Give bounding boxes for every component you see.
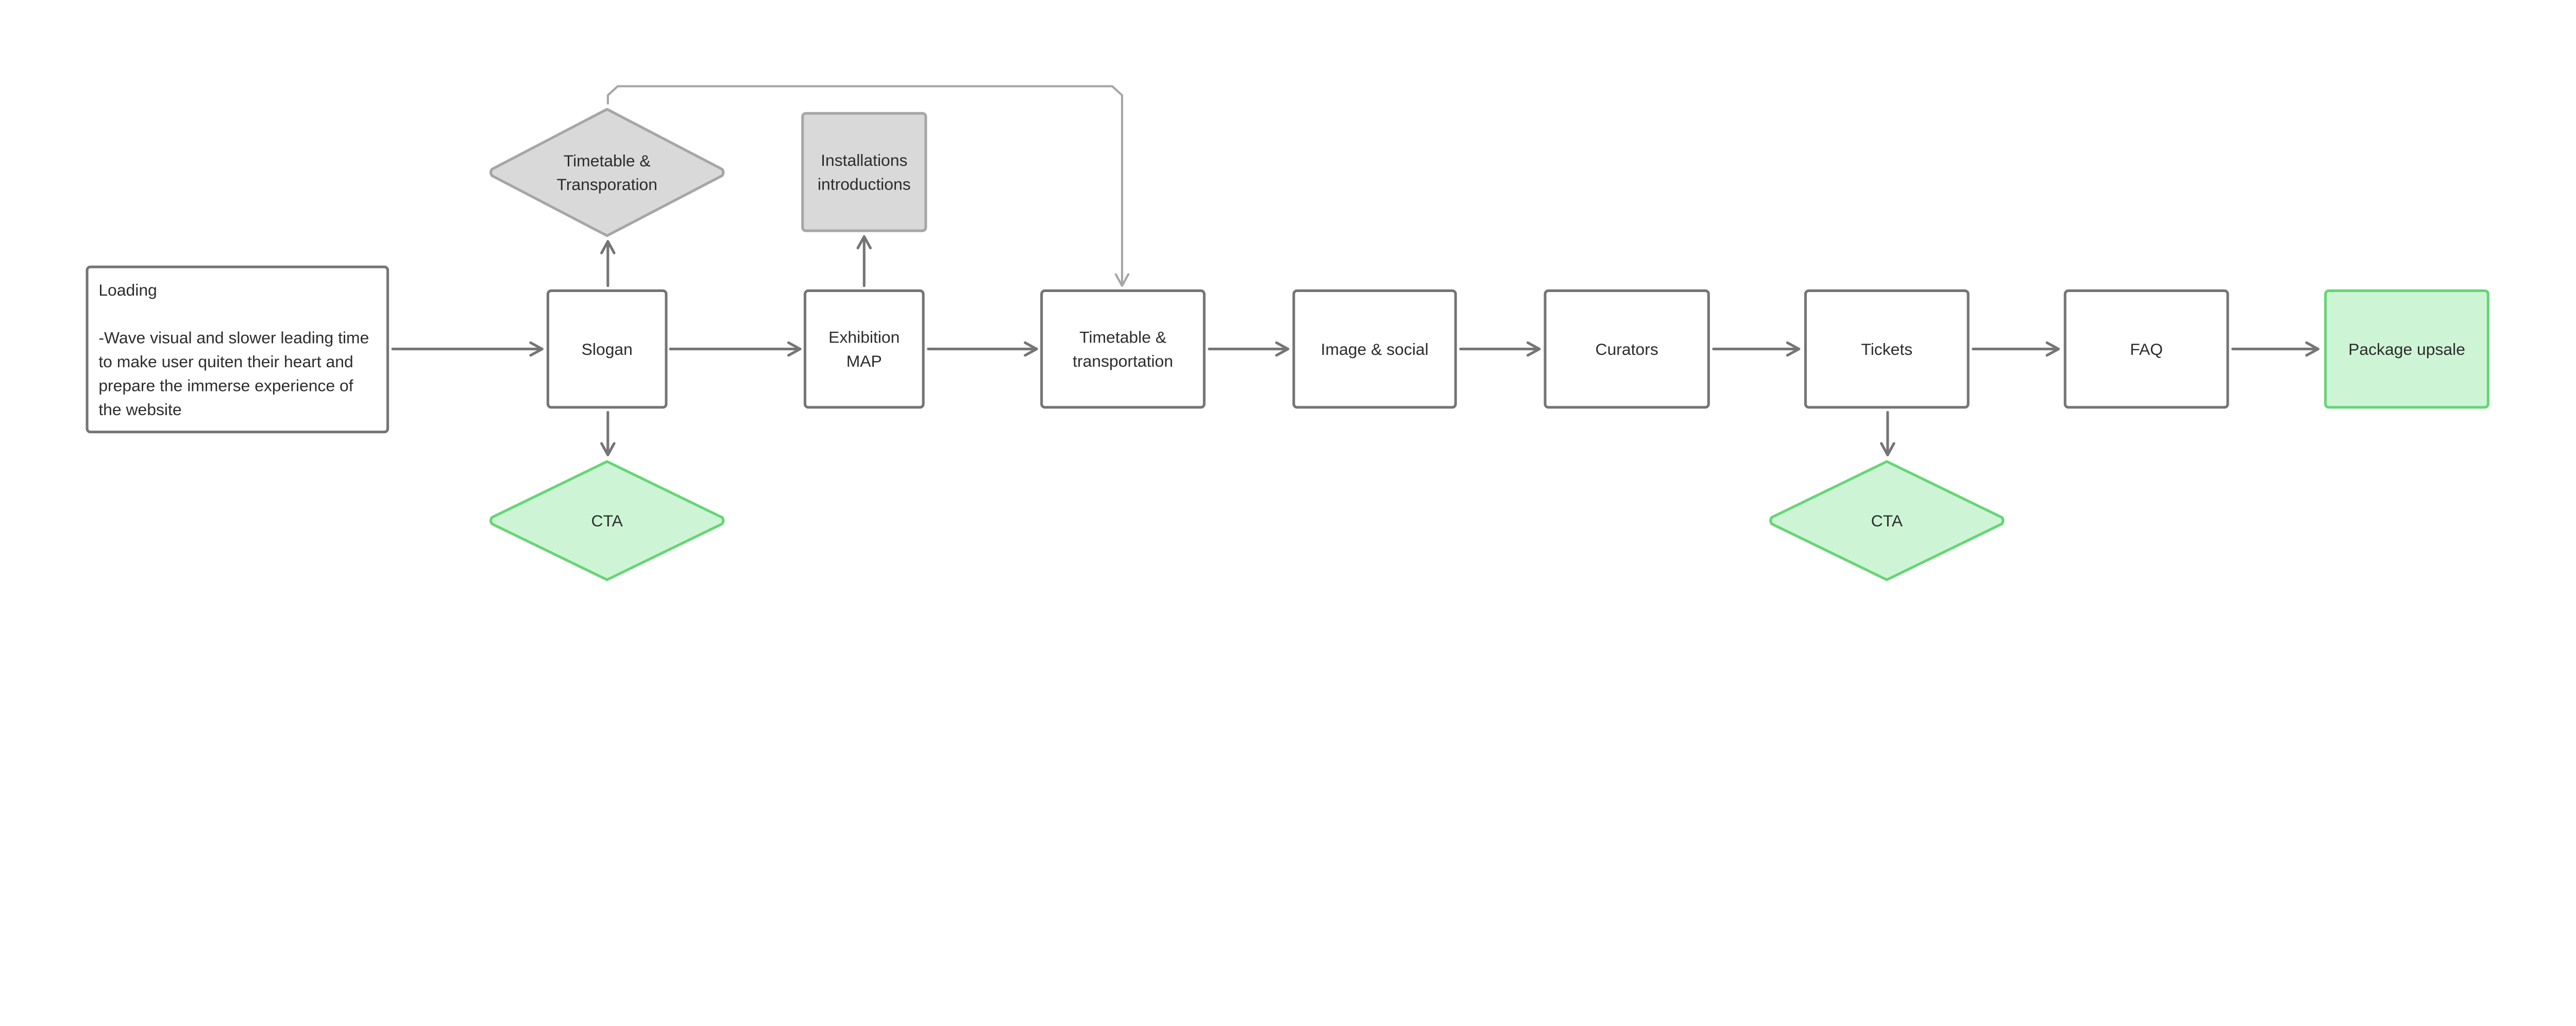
node-label: transportation	[1073, 352, 1173, 370]
connector-tickets-cta[interactable]	[1880, 411, 1895, 456]
connector-timetable-image[interactable]	[1208, 341, 1290, 357]
connector-slogan-timetable-diamond[interactable]	[600, 240, 616, 287]
connector-slogan-cta[interactable]	[600, 411, 616, 456]
package-upsale-node[interactable]: Package upsale	[2324, 289, 2489, 409]
arrowhead-icon	[600, 442, 616, 456]
connector-exhibition-timetable[interactable]	[927, 341, 1038, 357]
node-label: MAP	[846, 352, 882, 370]
connector-tickets-faq[interactable]	[1972, 341, 2060, 357]
loading-description-line: the website	[98, 400, 181, 419]
arrowhead-icon	[529, 341, 544, 357]
cta-decision-1[interactable]: CTA	[489, 460, 725, 582]
loading-node-shape	[86, 265, 389, 434]
node-label: FAQ	[2130, 340, 2163, 358]
node-label: Curators	[1596, 340, 1658, 358]
node-label: Slogan	[582, 340, 633, 358]
node-label: Tickets	[1861, 340, 1912, 358]
installations-introductions-node-shape	[801, 112, 927, 232]
slogan-node-shape	[546, 289, 668, 409]
node-label: Timetable &	[1079, 328, 1166, 347]
image-social-node-shape	[1292, 289, 1457, 409]
curators-node[interactable]: Curators	[1544, 289, 1710, 409]
node-label: introductions	[818, 175, 911, 193]
arrowhead-icon	[1526, 341, 1541, 357]
cta-decision-1-shape	[489, 460, 725, 582]
node-label: Transporation	[557, 175, 657, 194]
connector-timetable-loop-line	[606, 85, 1124, 287]
cta-decision-2[interactable]: CTA	[1769, 460, 2005, 582]
node-label: Package upsale	[2348, 340, 2465, 358]
loading-description-line: to make user quiten their heart and	[98, 352, 353, 371]
package-upsale-node-shape	[2324, 289, 2489, 409]
arrowhead-icon	[1275, 341, 1290, 357]
arrowhead-icon	[600, 240, 616, 254]
timetable-transporation-decision[interactable]: Timetable & Transporation	[489, 108, 725, 237]
connector-faq-package[interactable]	[2231, 341, 2319, 357]
loading-description-line: -Wave visual and slower leading time	[98, 328, 369, 347]
image-social-node[interactable]: Image & social	[1292, 289, 1457, 409]
arrowhead-icon	[1880, 442, 1895, 456]
faq-node-shape	[2063, 289, 2229, 409]
node-label: Image & social	[1321, 340, 1429, 358]
timetable-transportation-node[interactable]: Timetable & transportation	[1040, 289, 1206, 409]
arrowhead-icon	[1114, 273, 1130, 287]
arrowhead-icon	[2045, 341, 2060, 357]
connector-loading-slogan[interactable]	[391, 341, 544, 357]
node-label: CTA	[1871, 511, 1903, 530]
curators-node-shape	[1544, 289, 1710, 409]
connector-timetable-loop[interactable]	[606, 85, 1130, 287]
flowchart-canvas: Loading -Wave visual and slower leading t…	[86, 85, 2489, 582]
arrowhead-icon	[2305, 341, 2319, 357]
connector-exhibition-installations[interactable]	[856, 235, 872, 287]
connector-slogan-exhibition[interactable]	[669, 341, 802, 357]
loading-node[interactable]: Loading -Wave visual and slower leading t…	[86, 265, 389, 434]
arrowhead-icon	[856, 235, 872, 250]
tickets-node[interactable]: Tickets	[1804, 289, 1970, 409]
tickets-node-shape	[1804, 289, 1970, 409]
arrowhead-icon	[1024, 341, 1038, 357]
arrowhead-icon	[1786, 341, 1801, 357]
slogan-node[interactable]: Slogan	[546, 289, 668, 409]
node-label: Exhibition	[828, 328, 900, 347]
timetable-transportation-node-shape	[1040, 289, 1206, 409]
node-label: CTA	[591, 511, 623, 530]
cta-decision-2-shape	[1769, 460, 2005, 582]
loading-title: Loading	[98, 281, 157, 299]
faq-node[interactable]: FAQ	[2063, 289, 2229, 409]
arrowhead-icon	[787, 341, 802, 357]
installations-introductions-node[interactable]: Installations introductions	[801, 112, 927, 232]
connector-curators-tickets[interactable]	[1712, 341, 1801, 357]
connector-image-curators[interactable]	[1459, 341, 1541, 357]
loading-description-line: prepare the immerse experience of	[98, 377, 353, 395]
node-label: Installations	[821, 151, 907, 169]
node-label: Timetable &	[564, 151, 651, 170]
exhibition-map-node-shape	[803, 289, 925, 409]
timetable-transporation-decision-shape	[489, 108, 725, 237]
